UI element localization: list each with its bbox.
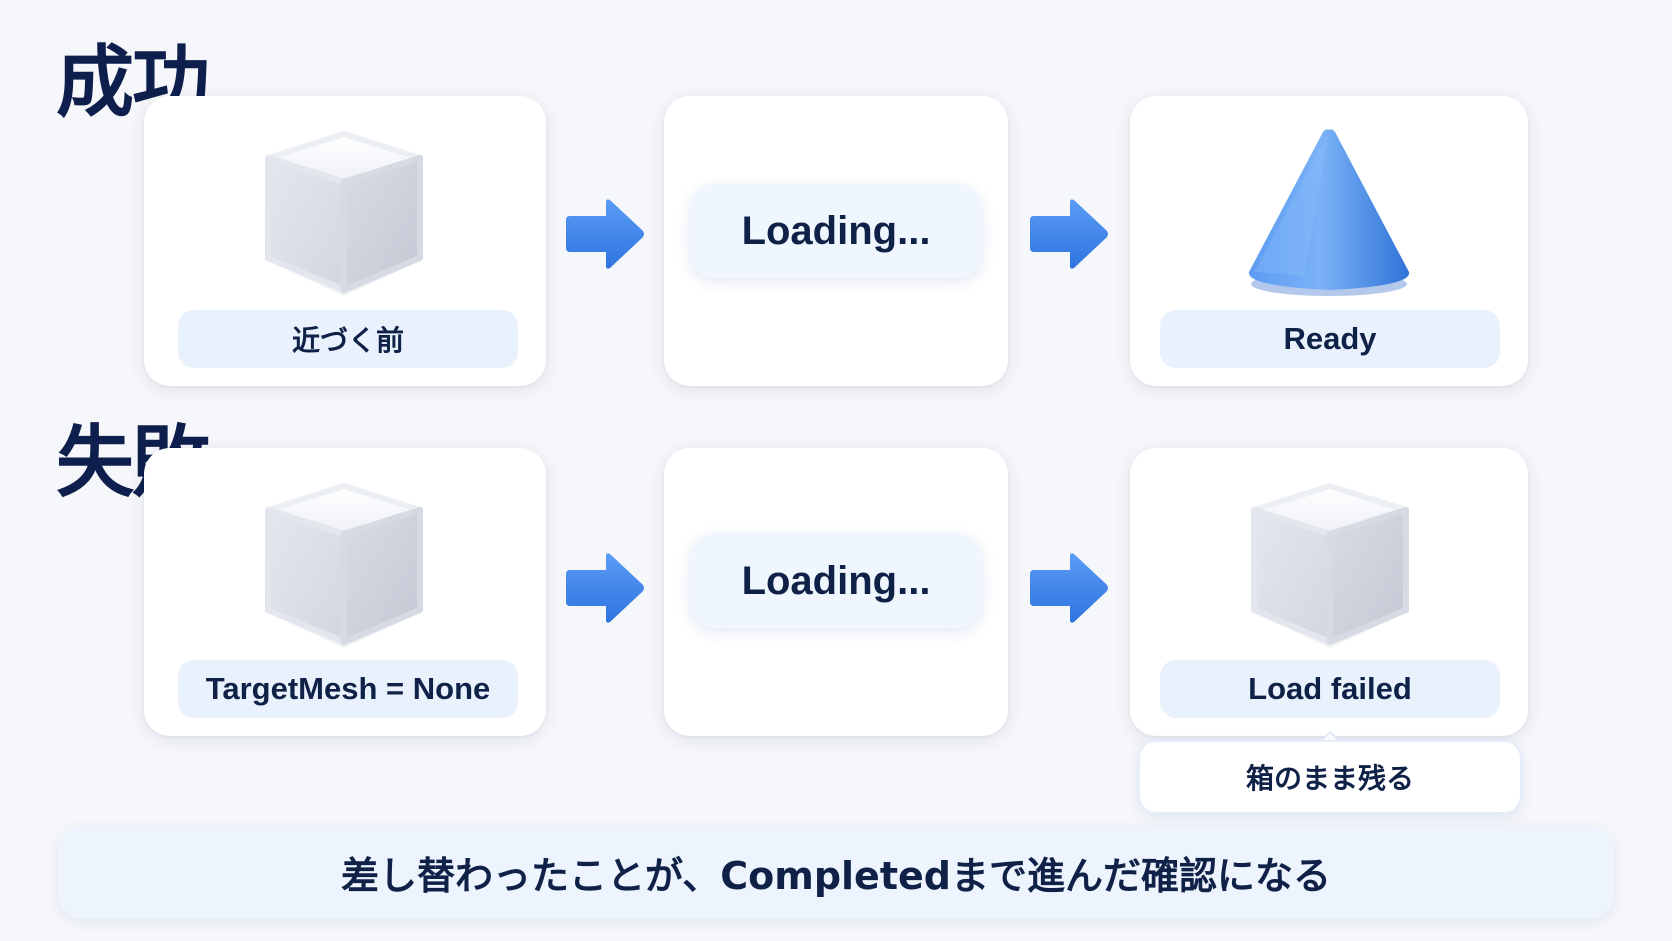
failure-loading-pill: Loading... bbox=[690, 534, 982, 628]
arrow-right-icon bbox=[562, 196, 646, 272]
failure-start-card: TargetMesh = None bbox=[144, 448, 546, 736]
failure-start-label: TargetMesh = None bbox=[178, 660, 518, 718]
cube-icon bbox=[254, 126, 434, 302]
failure-note: 箱のまま残る bbox=[1138, 740, 1522, 814]
cone-icon bbox=[1248, 129, 1410, 296]
failure-end-card: Load failed bbox=[1130, 448, 1528, 736]
footer-caption: 差し替わったことが、Completedまで進んだ確認になる bbox=[58, 826, 1614, 918]
success-loading-card: Loading... bbox=[664, 96, 1008, 386]
success-start-card: 近づく前 bbox=[144, 96, 546, 386]
success-start-label: 近づく前 bbox=[178, 310, 518, 368]
success-end-card: Ready bbox=[1130, 96, 1528, 386]
arrow-right-icon bbox=[1026, 550, 1110, 626]
success-end-label: Ready bbox=[1160, 310, 1500, 368]
arrow-right-icon bbox=[562, 550, 646, 626]
success-loading-pill: Loading... bbox=[690, 184, 982, 278]
arrow-right-icon bbox=[1026, 196, 1110, 272]
cube-icon bbox=[1240, 478, 1420, 654]
failure-end-label: Load failed bbox=[1160, 660, 1500, 718]
cube-icon bbox=[254, 478, 434, 654]
failure-loading-card: Loading... bbox=[664, 448, 1008, 736]
